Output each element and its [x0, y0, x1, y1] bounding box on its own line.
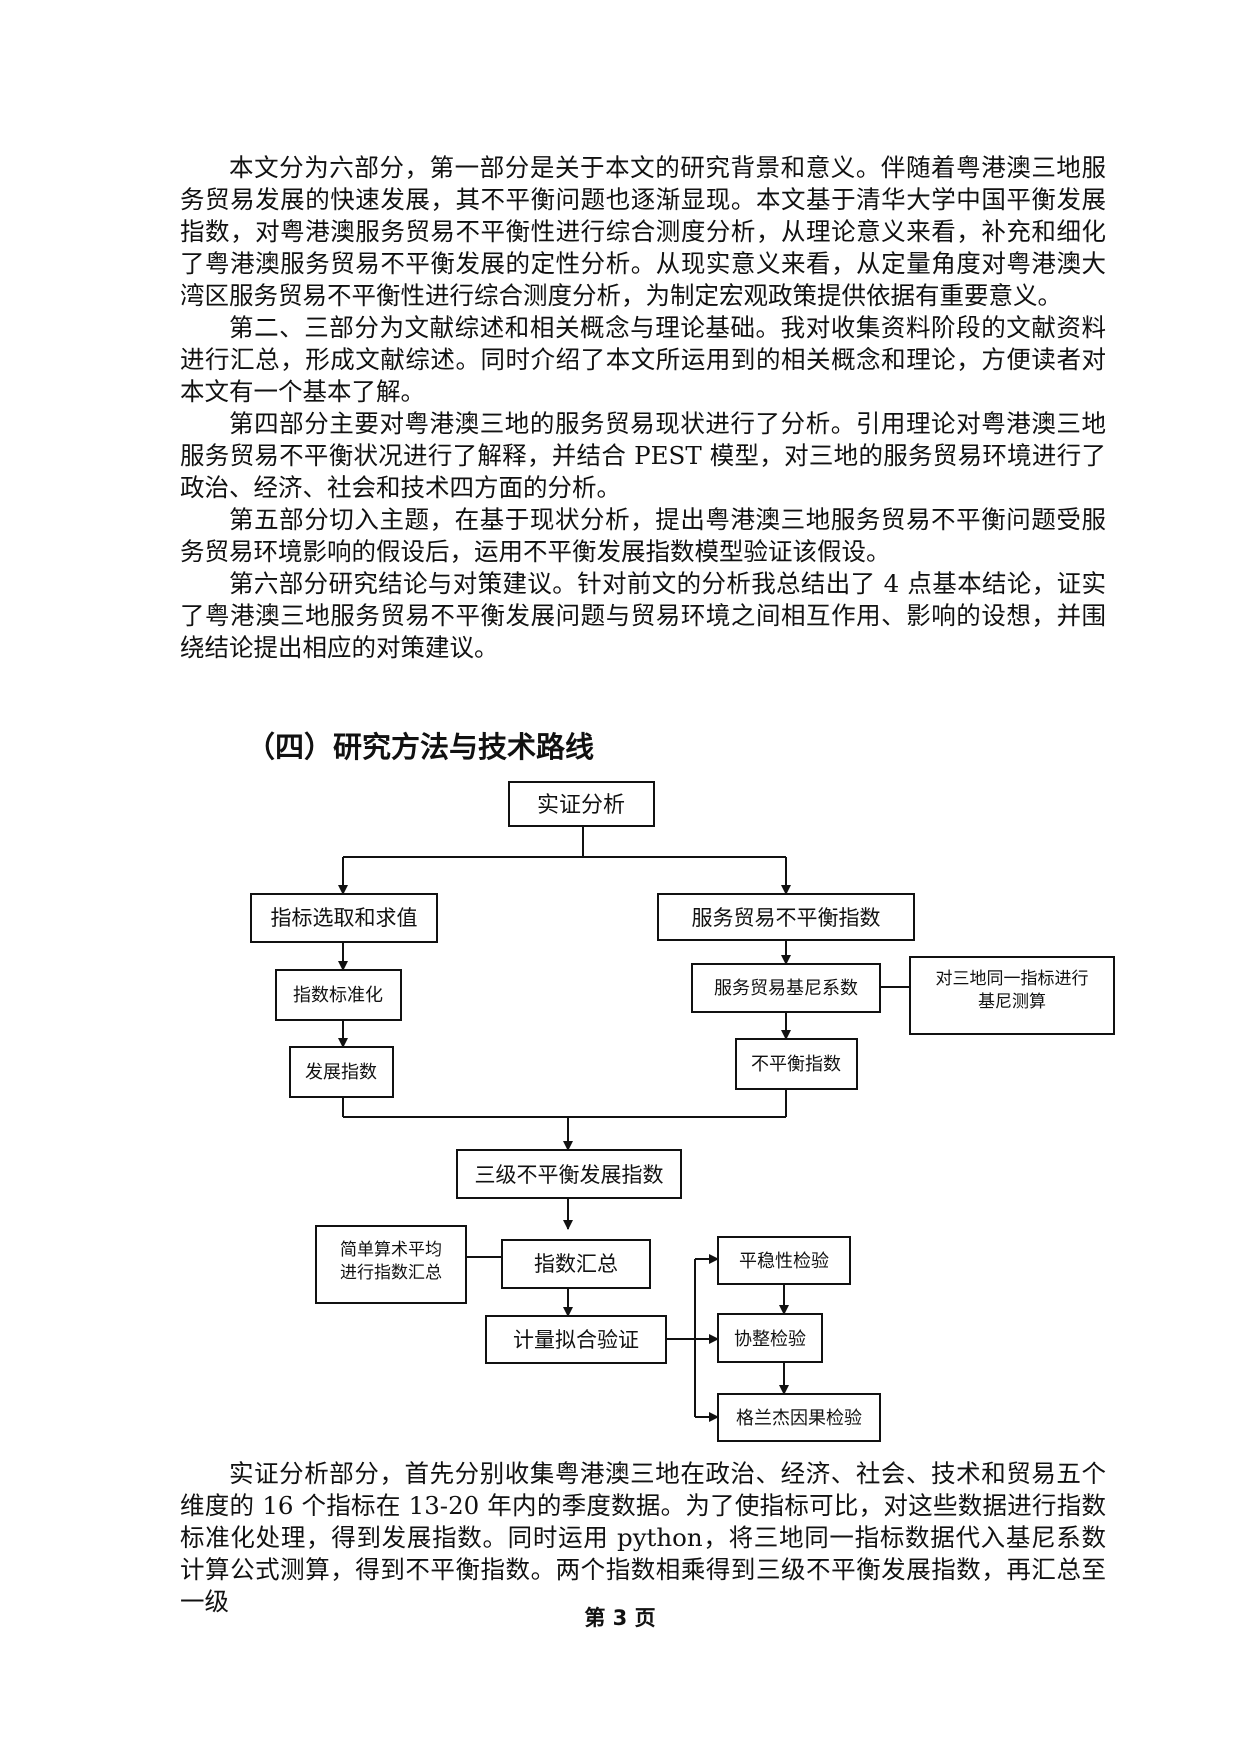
intro-paragraph-structure: 本文分为六部分，第一部分是关于本文的研究背景和意义。伴随着粤港澳三地服务贸易发展…: [180, 153, 1106, 310]
node-indicator-selection: 指标选取和求值: [250, 893, 438, 943]
node-arithmetic-average-line1: 简单算术平均: [340, 1240, 442, 1260]
node-arithmetic-average: 简单算术平均 进行指数汇总: [315, 1225, 467, 1304]
node-cointegration-test: 协整检验: [717, 1313, 823, 1363]
paragraph-conclusion: 第六部分研究结论与对策建议。针对前文的分析我总结出了 4 点基本结论，证实了粤港…: [180, 569, 1106, 662]
node-gini-coefficient: 服务贸易基尼系数: [691, 963, 881, 1013]
node-gini-note-line1: 对三地同一指标进行: [936, 969, 1089, 989]
node-level3-index-label: 三级不平衡发展指数: [475, 1163, 664, 1187]
node-index-standardization-label: 指数标准化: [293, 985, 383, 1006]
node-granger-test: 格兰杰因果检验: [717, 1393, 881, 1442]
node-imbalance-index: 不平衡指数: [735, 1038, 858, 1090]
node-gini-coefficient-label: 服务贸易基尼系数: [714, 978, 858, 999]
paragraph-hypothesis: 第五部分切入主题，在基于现状分析，提出粤港澳三地服务贸易不平衡问题受服务贸易环境…: [180, 505, 1106, 566]
paragraph-empirical-analysis: 实证分析部分，首先分别收集粤港澳三地在政治、经济、社会、技术和贸易五个维度的 1…: [180, 1459, 1106, 1616]
node-trade-imbalance-index-label: 服务贸易不平衡指数: [692, 906, 881, 930]
flowchart-connectors: [338, 826, 910, 1422]
paragraph-literature-review: 第二、三部分为文献综述和相关概念与理论基础。我对收集资料阶段的文献资料进行汇总，…: [180, 313, 1106, 406]
node-arithmetic-average-line2: 进行指数汇总: [340, 1263, 442, 1283]
node-econometric-validation-label: 计量拟合验证: [513, 1328, 639, 1352]
page-number: 第 3 页: [584, 1606, 656, 1630]
node-gini-note: 对三地同一指标进行 基尼测算: [909, 956, 1115, 1035]
node-imbalance-index-label: 不平衡指数: [751, 1054, 841, 1075]
node-gini-note-line2: 基尼测算: [978, 992, 1046, 1012]
paragraph-current-status: 第四部分主要对粤港澳三地的服务贸易现状进行了分析。引用理论对粤港澳三地服务贸易不…: [180, 409, 1106, 502]
node-root: 实证分析: [508, 781, 655, 827]
node-index-summary-label: 指数汇总: [534, 1252, 618, 1276]
node-cointegration-test-label: 协整检验: [734, 1329, 806, 1350]
node-indicator-selection-label: 指标选取和求值: [271, 906, 418, 930]
node-stationarity-test: 平稳性检验: [717, 1236, 851, 1285]
node-index-standardization: 指数标准化: [275, 969, 402, 1021]
section-heading: （四）研究方法与技术路线: [246, 730, 595, 764]
node-econometric-validation: 计量拟合验证: [485, 1315, 667, 1364]
node-development-index-label: 发展指数: [305, 1062, 377, 1083]
node-stationarity-test-label: 平稳性检验: [739, 1251, 829, 1272]
node-level3-index: 三级不平衡发展指数: [456, 1149, 682, 1199]
node-granger-test-label: 格兰杰因果检验: [736, 1408, 862, 1429]
node-development-index: 发展指数: [289, 1046, 394, 1098]
node-root-label: 实证分析: [537, 793, 625, 818]
node-trade-imbalance-index: 服务贸易不平衡指数: [657, 893, 915, 941]
node-index-summary: 指数汇总: [501, 1239, 651, 1289]
